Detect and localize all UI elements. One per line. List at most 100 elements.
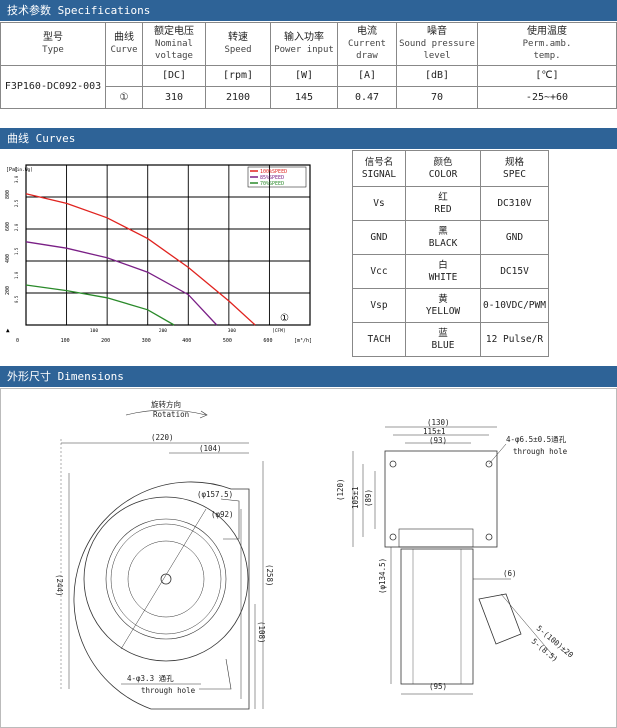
specifications-header: 技术参数 Specifications: [0, 0, 617, 21]
value-temp: -25~+60: [477, 86, 617, 109]
unit-speed: [rpm]: [205, 65, 271, 87]
legend-label: 85%SPEED: [260, 175, 284, 181]
model-cell: F3P160-DC092-003: [0, 65, 106, 109]
y-tick-inwg: 3.0: [14, 175, 19, 183]
series-line-1: [25, 193, 256, 326]
dim-258: (258): [265, 564, 274, 587]
unit-current: [A]: [337, 65, 397, 87]
x-tick-label: 100: [61, 338, 70, 344]
connector: [478, 593, 522, 645]
dim-115: 115±1: [423, 427, 446, 436]
y-tick-inwg: 1.0: [14, 271, 19, 279]
dim-120: (120): [336, 478, 345, 501]
curves-header: 曲线 Curves: [0, 128, 617, 149]
dim-104: (104): [199, 444, 222, 453]
y-tick-label: 800: [5, 190, 11, 199]
dimensions-header: 外形尺寸 Dimensions: [0, 366, 617, 387]
y-axis-sublabel: [in.Wg]: [14, 167, 33, 173]
value-speed: 2100: [205, 86, 271, 109]
x-tick-label: 600: [263, 338, 272, 344]
plot-area: [25, 164, 311, 326]
spec-unit-row: F3P160-DC092-003 [DC] [rpm] [W] [A] [dB]…: [0, 65, 617, 109]
y-tick-inwg: 2.0: [14, 223, 19, 231]
legend-label: 70%SPEED: [260, 181, 284, 187]
dim-89: (89): [364, 489, 373, 507]
x-axis-cfm-label: [CFM]: [272, 328, 286, 334]
dim-157: (φ157.5): [197, 490, 233, 499]
y-tick-label: 600: [5, 222, 11, 231]
dim-93: (93): [429, 436, 447, 445]
dim-244: (244): [55, 574, 64, 597]
y-tick-label: 400: [5, 254, 11, 263]
value-noise: 70: [396, 86, 478, 109]
x-tick-label: 0: [16, 338, 19, 344]
x-tick-cfm: 200: [159, 328, 167, 334]
x-tick-cfm: 300: [228, 328, 236, 334]
y-tick-label: 200: [5, 286, 11, 295]
x-axis-label: [m³/h]: [294, 338, 312, 344]
housing-scroll: [83, 496, 249, 662]
dimensions-title: 外形尺寸 Dimensions: [7, 370, 124, 383]
y-axis-label: [Pa]: [6, 167, 18, 173]
dim-105: 105±1: [351, 486, 360, 509]
unit-voltage: [DC]: [142, 65, 206, 87]
hole-right-en: through hole: [513, 447, 568, 456]
x-tick-label: 200: [101, 338, 110, 344]
curve-marker: ①: [280, 313, 289, 324]
origin-marker: ▲: [6, 327, 10, 334]
hole-left-en: through hole: [141, 686, 196, 695]
hole-right-zh: 4-φ6.5±0.5通孔: [506, 434, 567, 444]
hub: [160, 573, 172, 585]
curves-title: 曲线 Curves: [7, 132, 76, 145]
value-power: 145: [270, 86, 338, 109]
dimensions-drawing: 旋转方向 Rotation (220) (104) (φ157.5) (φ92)…: [0, 388, 617, 728]
specifications-title: 技术参数 Specifications: [7, 4, 151, 17]
unit-power: [W]: [270, 65, 338, 87]
legend-box: [247, 166, 307, 188]
series-line-2: [25, 241, 218, 326]
value-current: 0.47: [337, 86, 397, 109]
rotation-zh: 旋转方向: [151, 399, 181, 409]
dim-95: (95): [429, 682, 447, 691]
series-line-3: [25, 284, 175, 326]
x-tick-label: 300: [142, 338, 151, 344]
x-tick-cfm: 100: [90, 328, 98, 334]
unit-noise: [dB]: [396, 65, 478, 87]
y-tick-inwg: 0.5: [14, 295, 19, 303]
spec-value-row: ① 310 2100 145 0.47 70 -25~+60: [1, 86, 617, 109]
dim-134: (φ134.5): [378, 558, 387, 594]
blower-housing-outline: [73, 481, 250, 710]
y-tick-inwg: 2.5: [14, 199, 19, 207]
x-tick-label: 400: [182, 338, 191, 344]
unit-temp: [℃]: [477, 65, 617, 87]
motor-body: [400, 548, 474, 685]
value-curve: ①: [105, 86, 143, 109]
rotation-en: Rotation: [153, 410, 189, 419]
dim-220: (220): [151, 433, 174, 442]
dim-108: (108): [257, 621, 266, 644]
legend-label: 100%SPEED: [260, 169, 287, 175]
dim-130: (130): [427, 418, 450, 427]
dim-6: (6): [503, 569, 517, 578]
